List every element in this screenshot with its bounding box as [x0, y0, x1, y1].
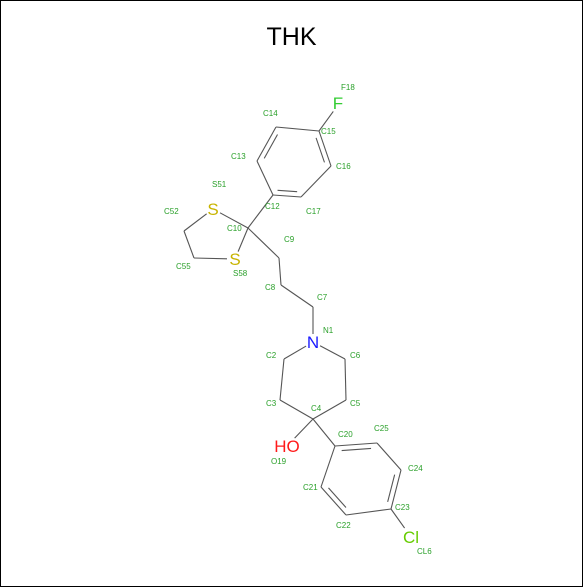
- bond-C13-C14-second: [263, 134, 278, 159]
- bond-C22-C21: [320, 486, 347, 516]
- bond-C4-C20: [312, 418, 336, 447]
- atom-name-F18: F18: [341, 83, 355, 92]
- atom-name-C12: C12: [265, 202, 280, 211]
- atom-name-C23: C23: [395, 503, 410, 512]
- atom-name-C15: C15: [321, 127, 336, 136]
- bond-C23-CL6: [390, 508, 406, 529]
- bond-C10-C9: [247, 227, 280, 259]
- atom-name-C17: C17: [306, 207, 321, 216]
- bond-S58-C10: [237, 227, 249, 252]
- atom-symbol-S58: S: [229, 250, 240, 269]
- bond-C3-C4: [279, 399, 314, 420]
- bond-C22-C21-second: [328, 487, 347, 508]
- bond-C52-C55: [183, 230, 195, 259]
- bond-C20-C25: [334, 442, 378, 447]
- atom-name-C16: C16: [336, 162, 351, 171]
- atom-name-C3: C3: [266, 399, 277, 408]
- bond-C16-C17: [300, 165, 332, 198]
- bond-C9-C8: [278, 257, 282, 286]
- atom-name-C4: C4: [311, 404, 322, 413]
- bond-C15-C16: [318, 130, 332, 167]
- atom-name-C13: C13: [231, 152, 246, 161]
- bond-C5-C4: [312, 399, 347, 420]
- atom-name-C10: C10: [227, 224, 242, 233]
- bond-C6-C5: [344, 358, 347, 401]
- atom-name-C55: C55: [176, 262, 191, 271]
- atom-name-CL6: CL6: [417, 547, 432, 556]
- diagram-title: THK: [266, 23, 317, 51]
- bond-C14-C15: [275, 126, 320, 132]
- atom-symbol-F18: F: [333, 94, 343, 113]
- atom-name-N1: N1: [323, 326, 334, 335]
- atom-symbol-O19: HO: [274, 437, 300, 456]
- bond-layer: [183, 111, 406, 529]
- bond-S51-C10: [219, 212, 249, 229]
- atom-name-C24: C24: [408, 464, 423, 473]
- atom-name-C21: C21: [303, 483, 318, 492]
- bond-C12-C10: [247, 194, 274, 229]
- bond-C17-C12-second: [277, 189, 298, 193]
- atom-symbol-S51: S: [207, 200, 218, 219]
- bond-N1-C2: [283, 345, 307, 360]
- atom-name-C22: C22: [336, 521, 351, 530]
- atom-name-C20: C20: [338, 430, 353, 439]
- bond-C13-C12: [256, 160, 274, 196]
- bond-C4-O19: [294, 418, 314, 439]
- bond-N1-C6: [319, 345, 346, 360]
- bond-C13-C14: [256, 126, 277, 162]
- bond-C23-C22: [345, 508, 392, 516]
- bond-C8-C7: [280, 284, 314, 308]
- bond-C24-C23-second: [387, 474, 396, 503]
- atom-name-C2: C2: [266, 351, 277, 360]
- atom-name-C6: C6: [350, 351, 361, 360]
- atom-name-C7: C7: [317, 293, 328, 302]
- atom-name-C14: C14: [263, 109, 278, 118]
- bond-C17-C12: [272, 194, 302, 198]
- bond-C21-C20: [320, 445, 336, 488]
- bond-C15-F18: [318, 111, 334, 132]
- atom-symbol-CL6: Cl: [403, 528, 419, 547]
- bond-S51-C52: [183, 213, 207, 232]
- bond-C25-C24: [376, 442, 402, 471]
- atom-name-C9: C9: [284, 235, 295, 244]
- bond-C20-C25-second: [341, 447, 372, 452]
- atom-name-C5: C5: [350, 399, 361, 408]
- atom-name-C25: C25: [374, 424, 389, 433]
- atom-name-S51: S51: [212, 180, 227, 189]
- atom-name-C8: C8: [265, 283, 276, 292]
- atom-name-C52: C52: [164, 207, 179, 216]
- bond-C24-C23: [390, 469, 402, 510]
- bond-C55-S58: [193, 257, 228, 260]
- atom-name-S58: S58: [233, 269, 248, 278]
- bond-C15-C16-second: [315, 137, 325, 163]
- atom-name-O19: O19: [271, 457, 287, 466]
- bond-C2-C3: [279, 358, 285, 401]
- atom-symbol-N1: N: [307, 333, 319, 352]
